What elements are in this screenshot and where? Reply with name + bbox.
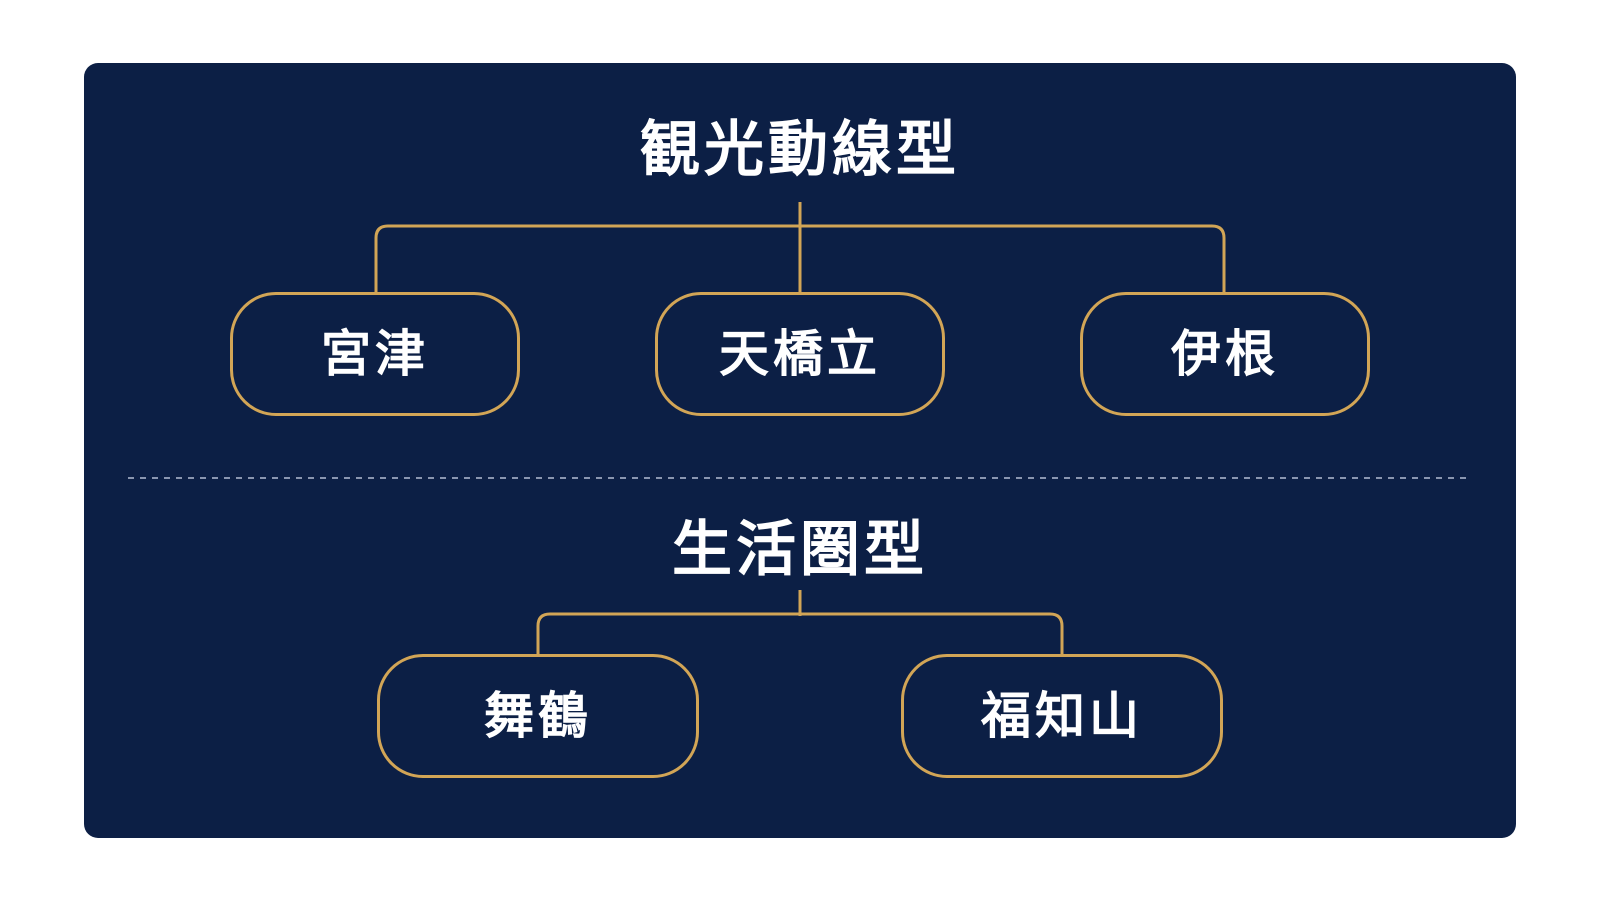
node-miyazu: 宮津 (230, 292, 520, 416)
node-amanohashidate: 天橋立 (655, 292, 945, 416)
tourism-tree-connectors (374, 202, 1226, 292)
diagram-panel (84, 63, 1516, 838)
node-ine: 伊根 (1080, 292, 1370, 416)
node-maizuru: 舞鶴 (377, 654, 699, 778)
lifestyle-type-title: 生活圏型 (672, 515, 928, 585)
node-fukuchiyama: 福知山 (901, 654, 1223, 778)
lifestyle-tree-connectors (536, 590, 1064, 654)
lifestyle-branch-line (536, 612, 1064, 654)
tourism-type-title: 観光動線型 (640, 115, 960, 185)
tourism-branch-line (374, 224, 1226, 292)
